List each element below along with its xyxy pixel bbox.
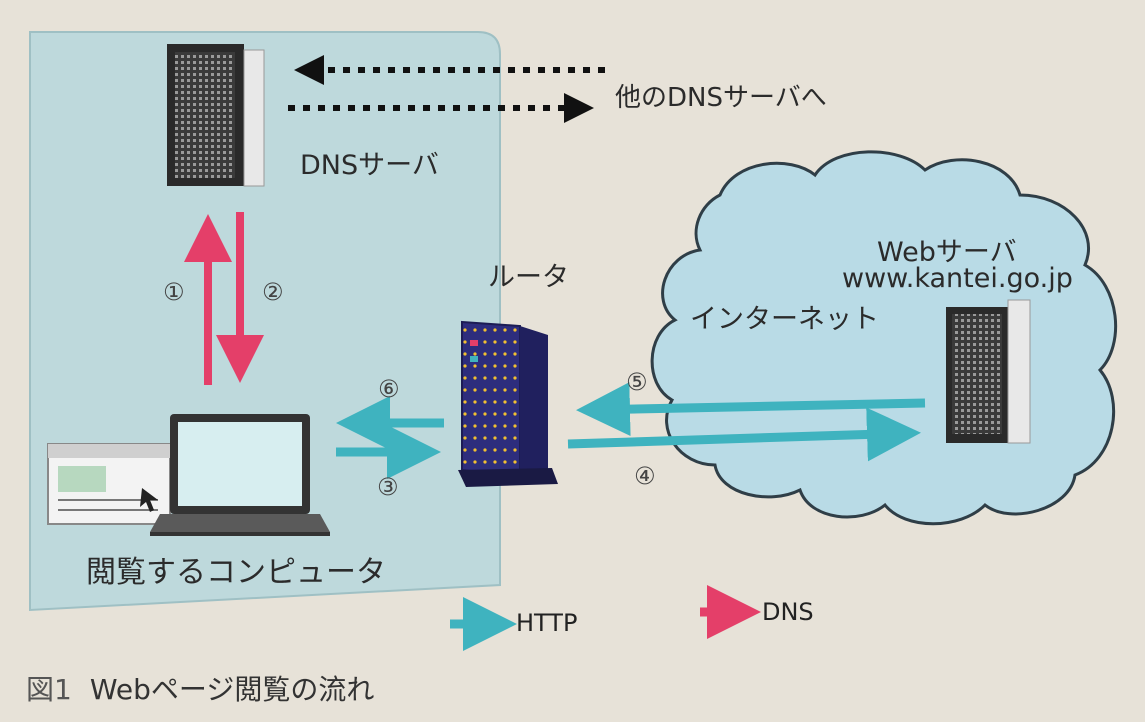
router-label: ルータ — [488, 262, 569, 293]
step-5: ⑤ — [626, 368, 648, 396]
step-6: ⑥ — [378, 375, 400, 403]
web-server-host-label: www.kantei.go.jp — [842, 263, 1073, 294]
internet-cloud — [650, 150, 1118, 526]
laptop-icon — [150, 414, 330, 536]
dns-server-label: DNSサーバ — [300, 150, 439, 181]
step-3: ③ — [377, 473, 399, 501]
figure-title: Webページ閲覧の流れ — [89, 673, 375, 706]
http-arrow-5 — [576, 382, 926, 437]
router-icon — [458, 320, 558, 487]
step-4: ④ — [634, 462, 656, 490]
step-1: ① — [163, 278, 185, 306]
figure-caption: 図1 Webページ閲覧の流れ — [26, 668, 374, 708]
http-arrow-4 — [567, 407, 921, 462]
client-computer-label: 閲覧するコンピュータ — [86, 555, 386, 590]
legend-http-label: HTTP — [516, 609, 578, 637]
other-dns-label: 他のDNSサーバへ — [615, 83, 827, 113]
legend-dns-label: DNS — [762, 598, 814, 626]
step-2: ② — [262, 278, 284, 306]
figure-number: 図1 — [26, 673, 72, 706]
internet-label: インターネット — [690, 304, 879, 335]
web-server-label: Webサーバ — [877, 237, 1017, 268]
dns-server-icon — [167, 44, 265, 187]
web-server-icon — [946, 299, 1031, 444]
browser-window-icon — [47, 443, 171, 525]
